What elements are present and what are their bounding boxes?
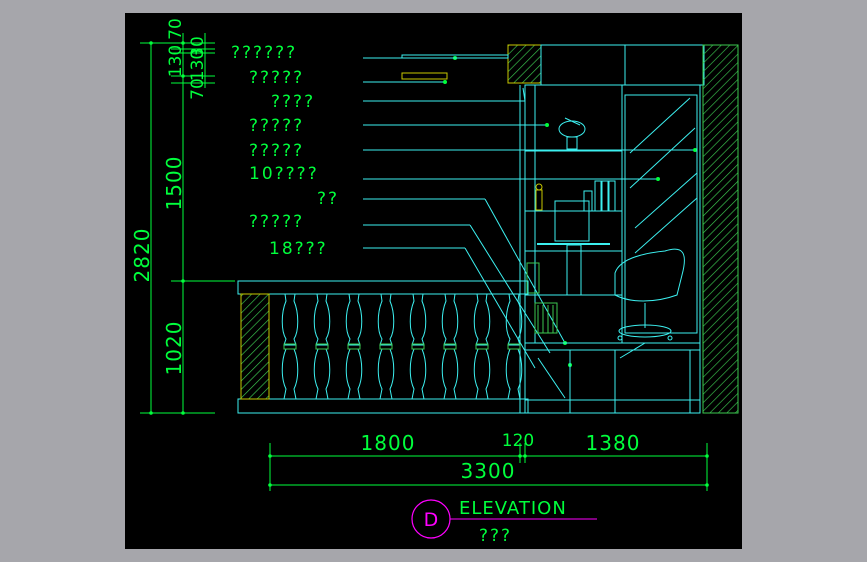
horizontal-dimension-ticks — [268, 454, 709, 487]
ceiling-beam — [401, 44, 542, 84]
callout-3: ???? — [271, 92, 315, 112]
baluster-ring — [411, 343, 425, 350]
callout-6: 10???? — [249, 164, 319, 184]
dimension-width-total: 3300 — [461, 459, 516, 483]
baluster — [505, 293, 523, 400]
section-marker-icon: D — [411, 499, 451, 539]
baluster — [409, 293, 427, 400]
drawing-subtitle: ??? — [479, 526, 512, 546]
horizontal-dimension-lines — [269, 443, 708, 491]
callout-4: ????? — [249, 116, 304, 136]
callout-leaders — [363, 57, 695, 369]
callout-7: ?? — [317, 189, 339, 209]
top-small-dimensions: 130 70 70 130 30 — [166, 18, 208, 100]
callout-2: ????? — [249, 68, 304, 88]
baluster — [473, 293, 491, 400]
dimension-width-middle: 120 — [502, 431, 534, 451]
cad-drawing-canvas: 2820 1500 1020 130 70 70 130 30 ?????? ?… — [125, 13, 742, 549]
dimension-upper-height: 1500 — [162, 156, 186, 211]
dimension-width-right: 1380 — [586, 431, 641, 455]
baluster — [345, 293, 363, 400]
baluster-ring — [315, 343, 329, 350]
baluster-ring — [443, 343, 457, 350]
dim-top-70a: 70 — [166, 18, 186, 40]
drawing-title: ELEVATION — [459, 498, 567, 519]
callout-1: ?????? — [231, 43, 297, 63]
callout-8: ????? — [249, 212, 304, 232]
shelf-decor — [526, 117, 685, 341]
baluster-ring — [507, 343, 521, 350]
baluster — [377, 293, 395, 400]
dim-top-130: 130 — [166, 45, 186, 77]
dim-top-70b: 70 — [188, 78, 208, 100]
callout-labels: ?????? ????? ???? ????? ????? 10???? ?? … — [231, 43, 339, 259]
baluster — [281, 293, 299, 400]
dimension-width-left: 1800 — [361, 431, 416, 455]
dim-top-30: 30 — [188, 36, 208, 58]
callout-5: ????? — [249, 141, 304, 161]
baluster-ring — [347, 343, 361, 350]
balusters — [281, 293, 523, 400]
section-marker-letter: D — [424, 509, 439, 531]
elevation-drawing: 2820 1500 1020 130 70 70 130 30 ?????? ?… — [130, 18, 739, 546]
baluster — [441, 293, 459, 400]
vertical-dimension-ticks — [149, 41, 185, 415]
base-cabinet — [524, 342, 701, 414]
callout-9: 18??? — [269, 239, 328, 259]
wall-hatch — [702, 44, 739, 414]
baluster — [313, 293, 331, 400]
baluster-ring — [475, 343, 489, 350]
dimension-lower-height: 1020 — [162, 321, 186, 376]
baluster-ring — [379, 343, 393, 350]
baluster-ring — [283, 343, 297, 350]
dim-top-130b: 130 — [188, 49, 208, 81]
dimension-overall-height: 2820 — [130, 228, 154, 283]
